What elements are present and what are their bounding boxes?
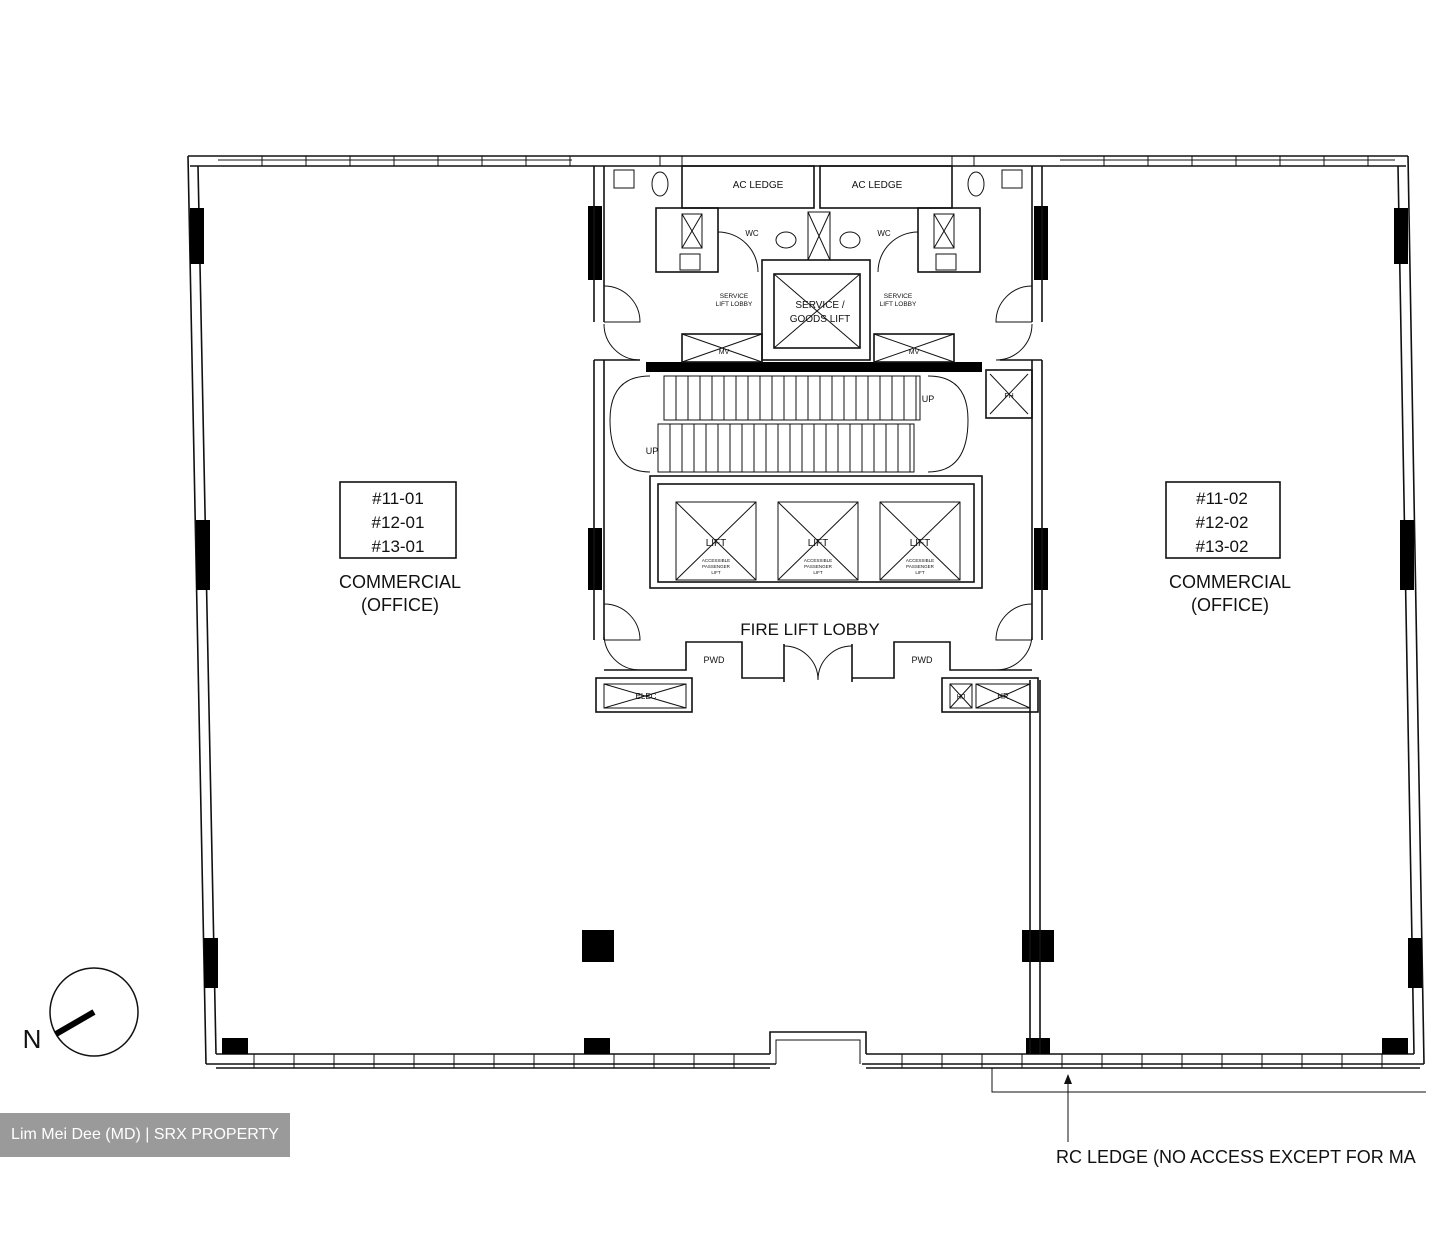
lift-3-label: LIFT	[910, 538, 931, 549]
mv-left-label: MV	[719, 349, 730, 356]
unit-box-left	[339, 481, 457, 559]
hj-label: HJ	[957, 694, 966, 701]
unit-right-use: COMMERCIAL	[1169, 572, 1291, 592]
unit-right-number-1: #11-02	[1196, 489, 1248, 508]
outer-wall	[187, 155, 1425, 1069]
wc-left-label: WC	[745, 229, 759, 238]
hr-label: HR	[997, 692, 1009, 701]
fire-lift-lobby-label: FIRE LIFT LOBBY	[740, 620, 880, 639]
lift-2-sub-3: LIFT	[813, 570, 823, 575]
lift-1-sub-1: ACCESSIBLE	[702, 558, 730, 563]
service-lift-label-1: SERVICE /	[795, 300, 844, 311]
unit-left-number-3: #13-01	[372, 537, 425, 556]
rc-ledge-outline	[991, 1068, 1426, 1142]
service-lift-label-2: GOODS LIFT	[790, 314, 851, 325]
unit-right-number-2: #12-02	[1196, 513, 1249, 532]
unit-left-use-sub: (OFFICE)	[361, 595, 439, 615]
unit-box-right	[1165, 481, 1281, 559]
unit-left-use: COMMERCIAL	[339, 572, 461, 592]
lift-1-sub-2: PASSENGER	[702, 564, 730, 569]
lift-3-sub-3: LIFT	[915, 570, 925, 575]
watermark-text: Lim Mei Dee (MD) | SRX PROPERTY	[11, 1126, 279, 1143]
lift-2-sub-2: PASSENGER	[804, 564, 832, 569]
pwd-left-label: PWD	[704, 655, 725, 665]
lift-2-label: LIFT	[808, 538, 829, 549]
unit-left-number-1: #11-01	[372, 489, 424, 508]
unit-right-use-sub: (OFFICE)	[1191, 595, 1269, 615]
rc-ledge-label: RC LEDGE (NO ACCESS EXCEPT FOR MA	[1056, 1147, 1416, 1167]
riser-label: FH	[1004, 393, 1013, 400]
service-lobby-right-label-1: SERVICE	[884, 293, 913, 300]
stair-up-left-label: UP	[646, 446, 659, 456]
columns	[190, 206, 1422, 1054]
ac-ledge-right-label: AC LEDGE	[852, 180, 903, 191]
service-lobby-left-label-1: SERVICE	[720, 293, 749, 300]
stair-up-right-label: UP	[922, 394, 935, 404]
north-label: N	[23, 1024, 42, 1054]
lift-2-sub-1: ACCESSIBLE	[804, 558, 832, 563]
unit-right-number-3: #13-02	[1196, 537, 1249, 556]
stair-treads	[669, 376, 917, 472]
elec-label: ELEC	[636, 692, 657, 701]
watermark: Lim Mei Dee (MD) | SRX PROPERTY	[0, 1113, 290, 1157]
lift-3-sub-2: PASSENGER	[906, 564, 934, 569]
door-swings	[603, 231, 1033, 681]
window-mullions	[253, 156, 1383, 1068]
unit-left-number-2: #12-01	[372, 513, 425, 532]
mv-right-label: MV	[909, 349, 920, 356]
service-lobby-right-label-2: LIFT LOBBY	[880, 301, 917, 308]
lift-3-sub-1: ACCESSIBLE	[906, 558, 934, 563]
wc-right-label: WC	[877, 229, 891, 238]
lift-1-label: LIFT	[706, 538, 727, 549]
labels: #11-01 #12-01 #13-01 COMMERCIAL (OFFICE)…	[23, 180, 1416, 1167]
lift-1-sub-3: LIFT	[711, 570, 721, 575]
core-walls	[593, 155, 1043, 1054]
pwd-right-label: PWD	[912, 655, 933, 665]
north-compass	[49, 967, 139, 1057]
ac-ledge-left-label: AC LEDGE	[733, 180, 784, 191]
service-lobby-left-label-2: LIFT LOBBY	[716, 301, 753, 308]
